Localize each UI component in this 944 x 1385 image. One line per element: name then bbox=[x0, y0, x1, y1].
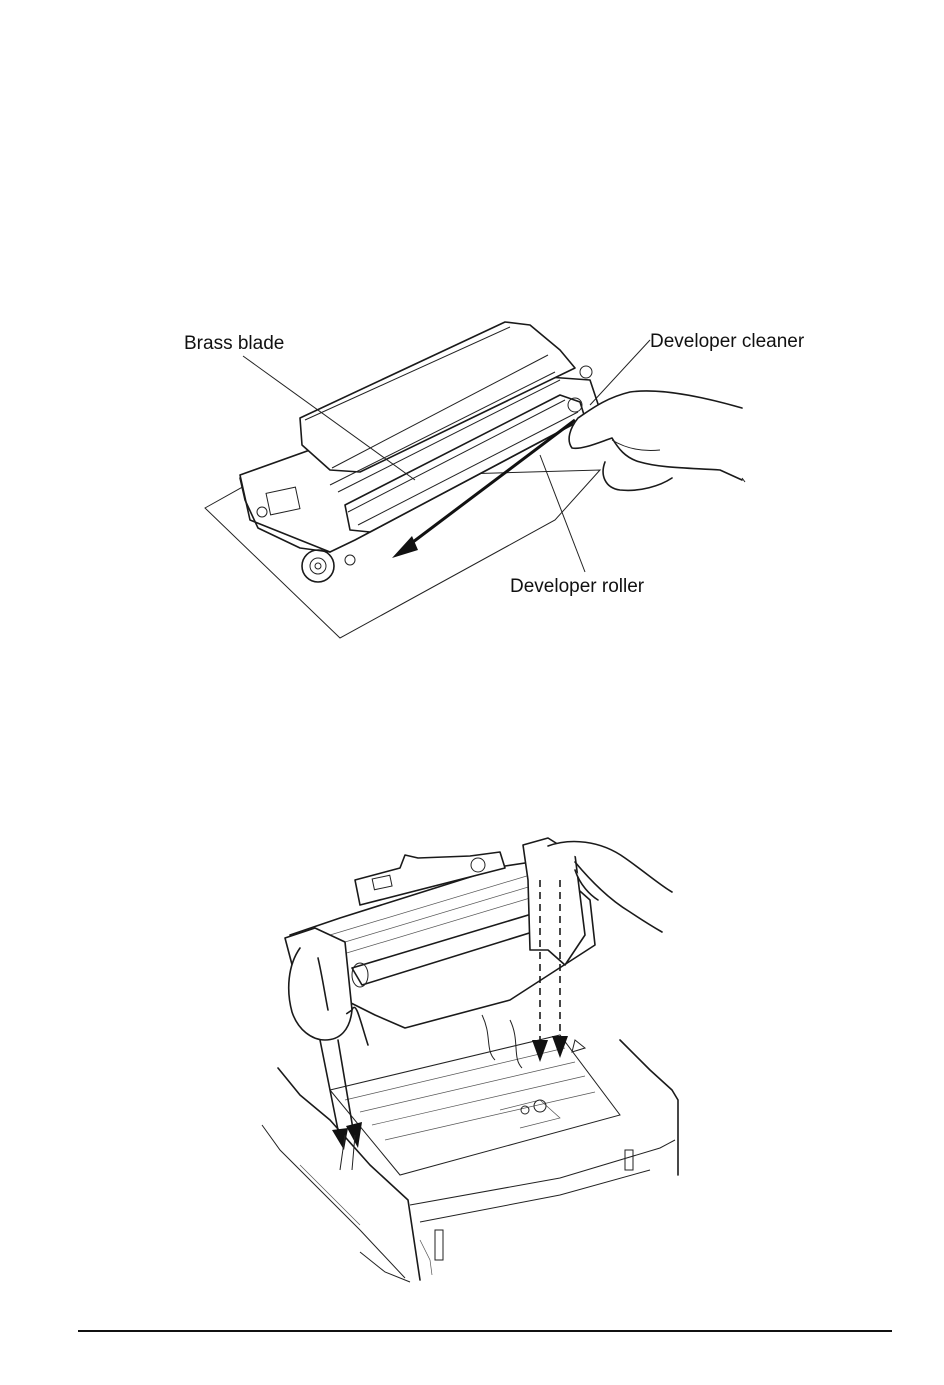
printer-right-edge bbox=[620, 1040, 678, 1175]
insertion-arrow-left-1 bbox=[320, 1040, 340, 1140]
printer-cavity bbox=[330, 1035, 620, 1175]
cartridge-right-handle bbox=[523, 838, 585, 965]
